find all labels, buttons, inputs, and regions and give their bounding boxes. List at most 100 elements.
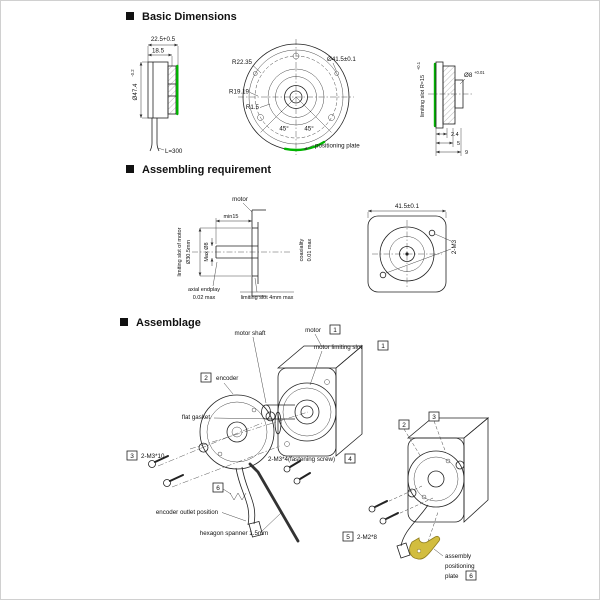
note-limiting-slot-max: limiting slot 4mm max: [241, 295, 294, 301]
label-shaft-diameter: Ø8: [464, 72, 473, 79]
label-limiting-slot: limiting slot R=15: [420, 75, 426, 117]
flat-gasket-part: [274, 411, 282, 435]
note-axial-endplay: axial endplay: [188, 287, 220, 293]
label-motor-limiting-slot: motor limiting slot: [314, 344, 362, 351]
spring-part: [229, 492, 247, 501]
label-radius-outer: R22.35: [232, 59, 253, 66]
label-screws-m2-8: 2-M2*8: [357, 534, 378, 541]
ref-box-1b: [377, 340, 389, 351]
section-basic-dimensions: Basic Dimensions 22.5+0.5 18.5 Ø47.4 -0.…: [126, 11, 485, 156]
encoder-cable: [241, 466, 256, 525]
label-limiting-slot-of-motor: limiting slot of motor: [177, 227, 183, 276]
shaft-bore: [289, 90, 303, 104]
label-cable-length: L=300: [165, 148, 183, 155]
bullet-square-icon: [126, 12, 134, 20]
mounted-encoder: [407, 450, 465, 508]
ref-box-5: [342, 531, 354, 542]
encoder-tab: [407, 488, 417, 498]
dim-step-2: 5: [457, 141, 460, 147]
label-encoder-outlet: encoder outlet position: [156, 509, 219, 516]
screw-head: [283, 465, 291, 473]
flange-outline: [367, 215, 447, 293]
screw-head: [163, 479, 171, 487]
ref-number: 5: [346, 534, 350, 541]
label-flat-gasket: flat gasket: [182, 414, 210, 421]
assemblage-heading: Assemblage: [120, 317, 201, 329]
section-title: Basic Dimensions: [142, 11, 237, 23]
cable-outline: [149, 118, 153, 152]
ref-box-6b: [465, 570, 477, 581]
label-limiting-slot-tolerance: +0.1: [416, 61, 421, 70]
dim-outer-diameter: Ø47.4: [132, 83, 139, 100]
assembly-positioning-plate-part: [409, 535, 441, 560]
note-axial-endplay-value: 0.02 max: [193, 295, 216, 301]
encoder-exploded-view: 2 encoder flat gasket 3 2-M3*10 2-M3*4(f…: [126, 372, 356, 543]
dim-outer-diameter-tolerance: -0.2: [130, 69, 135, 77]
encoder-body: [199, 394, 275, 470]
label-motor-shaft: motor shaft: [235, 330, 266, 337]
dim-overall-width: 22.5+0.5: [151, 36, 176, 43]
section-title: Assemblage: [136, 317, 201, 329]
encoder-tab: [198, 442, 209, 453]
encoder-tab: [455, 460, 465, 470]
dim-slot-diameter: Ø30.5mm: [186, 240, 192, 265]
cable-connector: [396, 542, 411, 559]
encoder-cable: [400, 504, 429, 547]
label-bolt-circle: Ø41.5±0.1: [327, 56, 356, 63]
ref-box-1: [329, 324, 341, 335]
label-motor: motor: [232, 196, 248, 203]
ref-number: 3: [130, 453, 134, 460]
ref-number: 4: [348, 456, 352, 463]
label-radius-small: R1.5: [246, 104, 260, 111]
ref-number: 2: [402, 422, 406, 429]
encoder-end-view: limiting slot R=15 +0.1 Ø8 +0.01 2.4 5 9: [416, 61, 485, 156]
dim-max-shaft-diameter: Max Ø8: [204, 242, 210, 261]
note-coaxiality: coaxiality: [299, 238, 305, 261]
label-screws-m3-10: 2-M3*10: [141, 453, 165, 460]
screw-head: [368, 505, 376, 513]
encoder-tab: [265, 411, 276, 422]
ref-box-6: [212, 482, 224, 493]
cable-connector: [248, 521, 263, 538]
ref-box-2: [200, 372, 212, 383]
dim-step-1: 2.4: [451, 132, 459, 138]
m3-hole-bottom: [379, 271, 387, 279]
note-coaxiality-value: 0.01 max: [307, 238, 313, 261]
label-mount-holes: 2-M3: [451, 239, 458, 254]
ref-box-3: [126, 450, 138, 461]
label-positioning-plate-3: plate: [445, 573, 459, 580]
section-assemblage: Assemblage motor shaft motor 1 motor lim…: [120, 317, 490, 581]
screw-head: [293, 477, 301, 485]
bullet-square-icon: [120, 318, 128, 326]
section-title: Assembling requirement: [142, 164, 271, 176]
screw-head: [148, 460, 156, 468]
label-shaft-tolerance: +0.01: [474, 70, 485, 75]
ref-number: 1: [333, 327, 337, 334]
label-encoder: encoder: [216, 375, 238, 382]
label-positioning-plate: positioning plate: [315, 143, 360, 150]
label-radius-inner: R19.19: [229, 89, 250, 96]
label-positioning-plate-2: positioning: [445, 563, 475, 570]
mount-flange-section: [167, 65, 177, 115]
label-motor: motor: [305, 327, 321, 334]
section-assembling-requirement: Assembling requirement motor min15 Ø30.5…: [126, 164, 458, 301]
ref-box-4: [344, 453, 356, 464]
motor-flange-view: 41.5±0.1 2-M3: [367, 203, 458, 293]
label-hexagon-spanner: hexagon spanner 1.5mm: [200, 530, 268, 537]
ref-number: 1: [381, 343, 385, 350]
assembling-heading: Assembling requirement: [126, 164, 271, 176]
dim-flange-width: 41.5±0.1: [395, 203, 420, 210]
encoder-side-view: 22.5+0.5 18.5 Ø47.4 -0.2 L=300: [130, 36, 183, 155]
ref-number: 2: [204, 375, 208, 382]
label-positioning-plate-1: assembly: [445, 553, 472, 560]
label-angle-left: 45°: [279, 126, 289, 133]
screw-head: [379, 517, 387, 525]
encoder-front-view: R22.35 R19.19 R1.5 Ø41.5±0.1 45° 45° pos…: [229, 39, 360, 155]
ref-number: 6: [216, 485, 220, 492]
dim-min-shaft-length: min15: [224, 214, 239, 220]
dim-step-3: 9: [465, 150, 468, 156]
basic-dimensions-heading: Basic Dimensions: [126, 11, 237, 23]
